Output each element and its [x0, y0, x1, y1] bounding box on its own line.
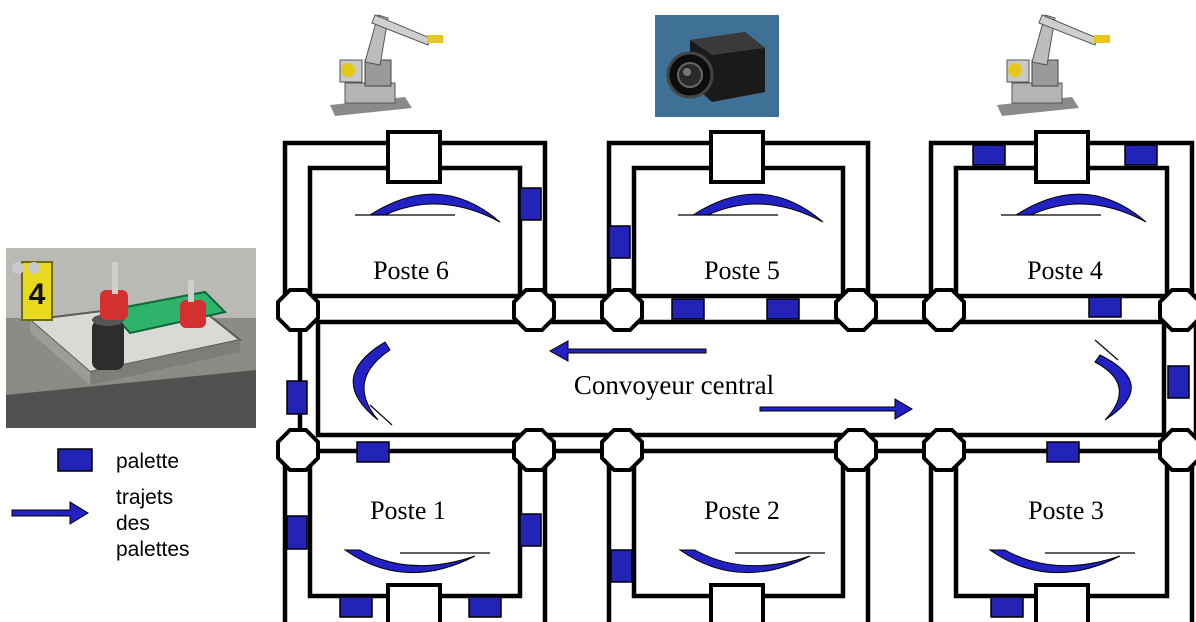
central-conveyor	[297, 293, 1196, 454]
camera-icon	[655, 15, 779, 117]
station-label-6: Poste 6	[373, 256, 449, 285]
robot-arm-icon	[330, 14, 443, 116]
station-loop-5	[606, 130, 871, 296]
legend-palette-swatch	[57, 448, 93, 472]
legend-arrow-swatch	[11, 501, 89, 525]
legend-trajets-line2: des	[116, 512, 150, 535]
station-loop-4	[928, 130, 1195, 296]
turn-arrows	[343, 193, 1147, 574]
legend-palette-label: palette	[116, 450, 179, 473]
station-loop-2	[606, 451, 871, 622]
pallet-photo: 4	[6, 248, 256, 428]
station-label-4: Poste 4	[1027, 256, 1103, 285]
legend-trajets-line1: trajets	[116, 486, 173, 509]
flow-arrows	[548, 340, 913, 420]
junction-nodes	[276, 288, 1196, 472]
station-loop-1	[282, 451, 548, 622]
station-label-5: Poste 5	[704, 256, 780, 285]
robot-arm-icon	[997, 14, 1110, 116]
legend: palette trajets des palettes	[11, 448, 190, 561]
station-label-3: Poste 3	[1028, 496, 1104, 525]
station-loop-3	[928, 451, 1195, 622]
legend-trajets-line3: palettes	[116, 538, 190, 561]
pallet-number-label: 4	[29, 278, 46, 311]
palettes	[286, 144, 1190, 618]
station-loop-6	[282, 130, 548, 296]
station-label-2: Poste 2	[704, 496, 780, 525]
station-label-1: Poste 1	[370, 496, 446, 525]
central-conveyor-label: Convoyeur central	[574, 370, 774, 400]
